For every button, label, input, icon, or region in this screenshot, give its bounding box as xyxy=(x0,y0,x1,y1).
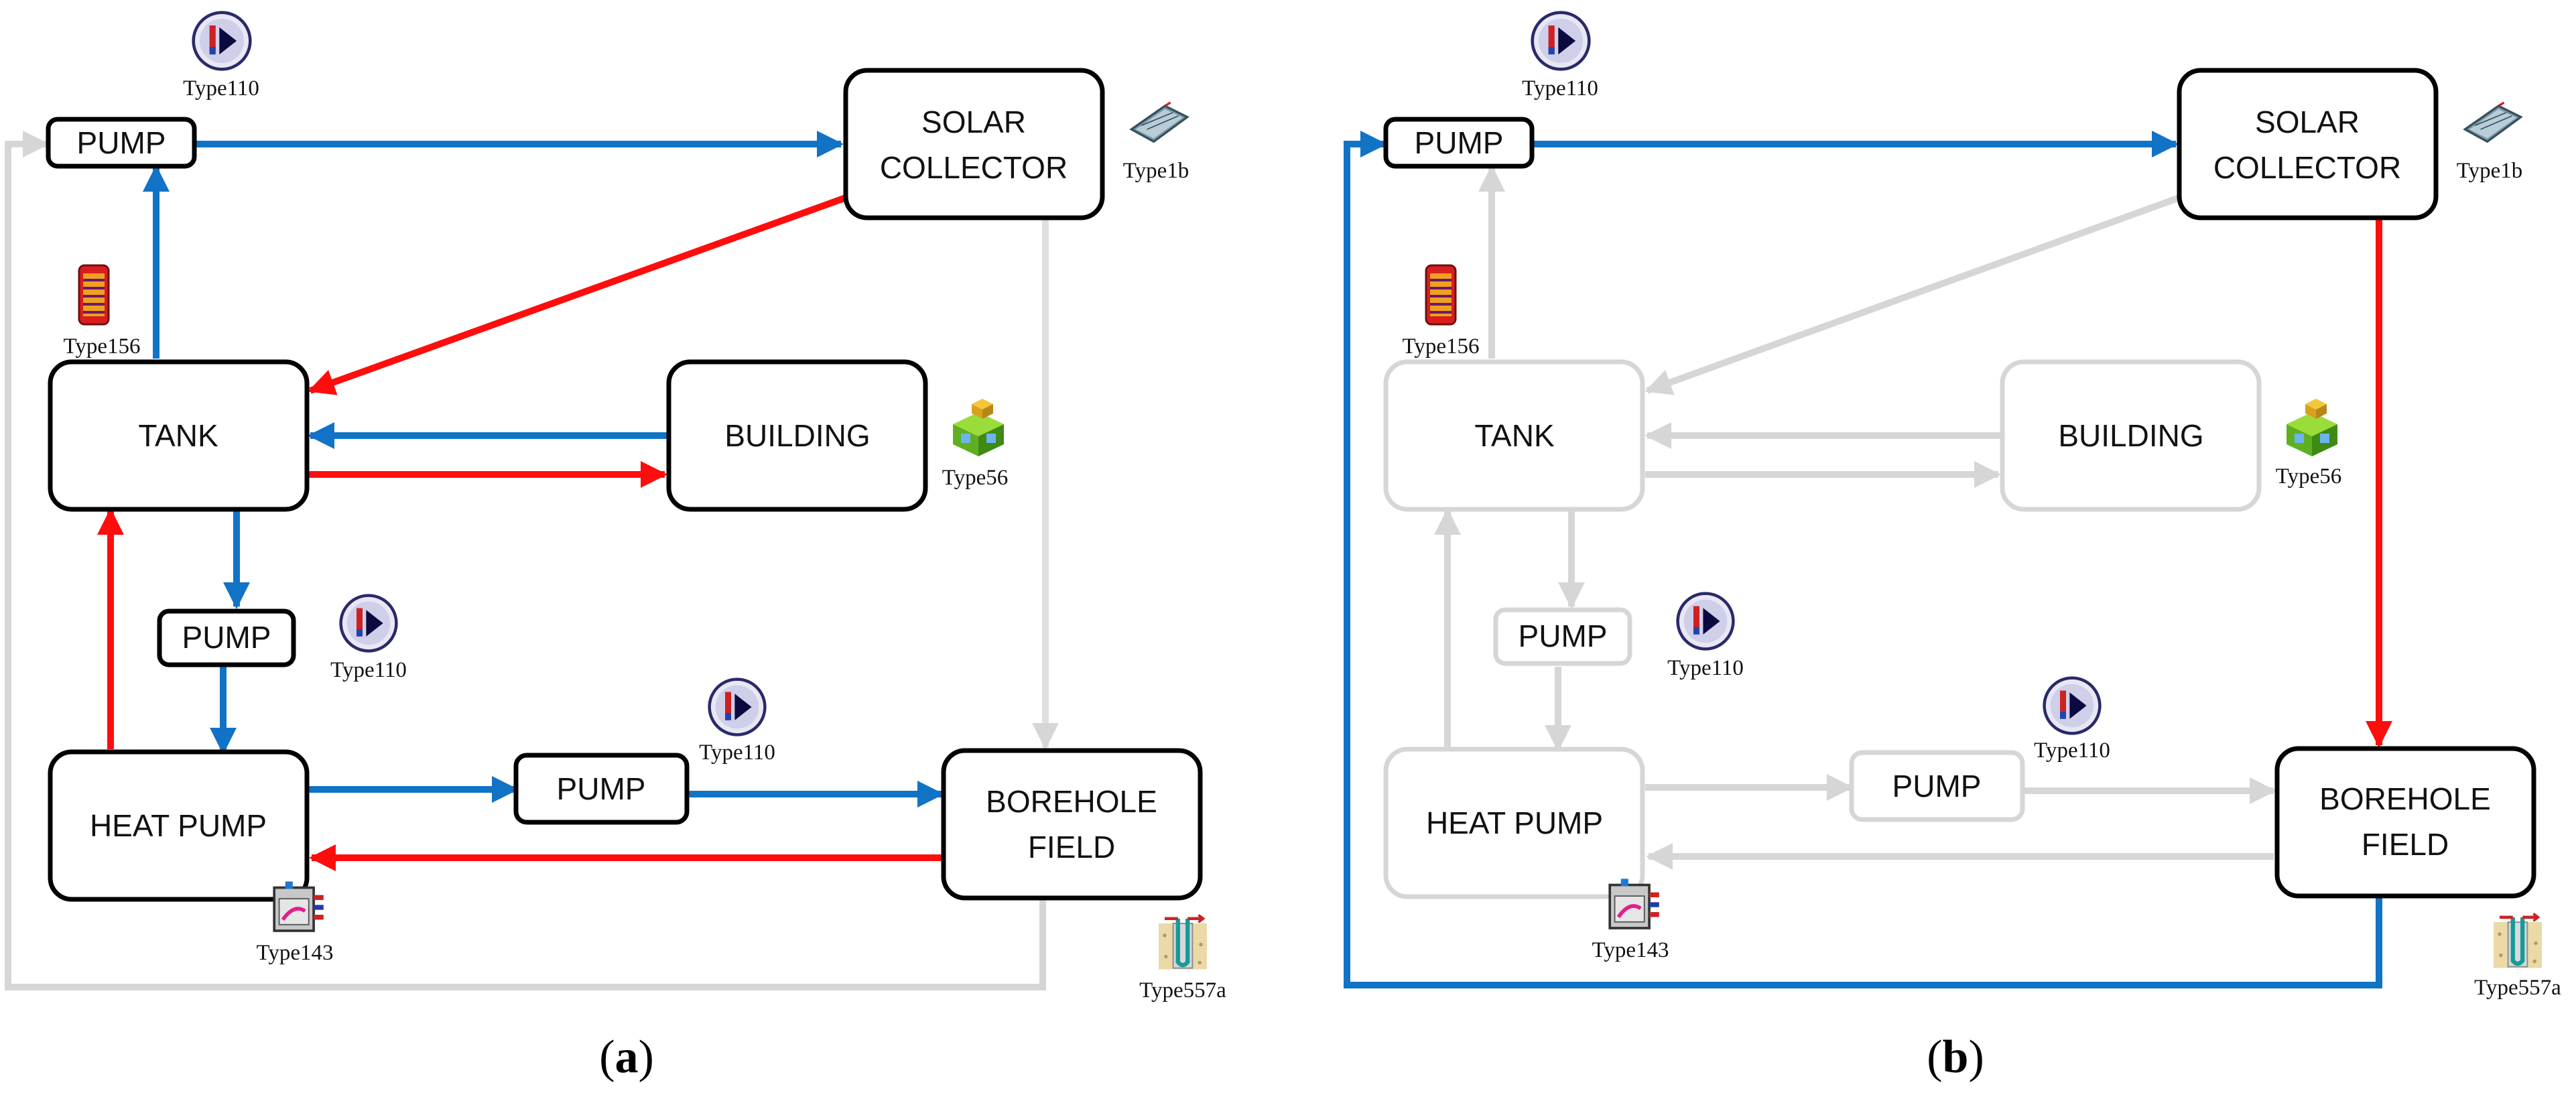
pump-icon xyxy=(2045,678,2100,734)
panel-b-connections xyxy=(1344,131,2392,988)
pump-icon xyxy=(710,680,765,735)
a-building-label: BUILDING xyxy=(724,418,870,453)
heat-pump-icon xyxy=(1610,879,1659,928)
b-pump-right-box: PUMP xyxy=(1849,750,2025,822)
pump-icon xyxy=(341,596,397,651)
b-solar-label-1: SOLAR xyxy=(2255,105,2360,139)
b-type1b: Type1b xyxy=(2457,159,2523,183)
b-solar-label-2: COLLECTOR xyxy=(2213,150,2401,185)
a-borehole-label-1: BOREHOLE xyxy=(986,784,1157,819)
a-type1b: Type1b xyxy=(1123,159,1189,183)
a-return-loop-line xyxy=(5,131,1046,990)
a-type110-right: Type110 xyxy=(699,740,775,765)
a-pump-right-label: PUMP xyxy=(557,771,646,806)
a-pump-top-label: PUMP xyxy=(77,125,166,160)
b-type143: Type143 xyxy=(1592,938,1669,962)
b-tank-box: TANK xyxy=(1383,359,1645,512)
pump-icon xyxy=(1533,13,1590,70)
solar-collector-icon xyxy=(1130,101,1189,143)
b-heat-pump-box: HEAT PUMP xyxy=(1383,747,1645,899)
a-borehole-label-2: FIELD xyxy=(1028,830,1115,864)
a-type156: Type156 xyxy=(63,334,140,359)
a-building-box: BUILDING xyxy=(666,359,928,512)
b-building-label: BUILDING xyxy=(2058,418,2203,453)
b-solar-collector-box: SOLAR COLLECTOR xyxy=(2177,68,2439,220)
b-borehole-to-pump-loop-line xyxy=(1344,131,2382,988)
a-solar-to-tank-line xyxy=(308,194,847,395)
building-icon xyxy=(953,399,1004,456)
b-pump-right-label: PUMP xyxy=(1892,769,1982,803)
a-type557a: Type557a xyxy=(1139,978,1226,1003)
b-type110-top: Type110 xyxy=(1522,76,1598,101)
caption-b-letter: b xyxy=(1943,1031,1969,1083)
b-type110-middle: Type110 xyxy=(1667,656,1744,680)
b-borehole-label-1: BOREHOLE xyxy=(2319,781,2491,816)
a-solar-label-2: COLLECTOR xyxy=(880,150,1068,185)
b-pump-top-box: PUMP xyxy=(1383,117,1535,169)
storage-tank-icon xyxy=(78,264,110,326)
b-building-box: BUILDING xyxy=(2000,359,2262,512)
storage-tank-icon xyxy=(1425,264,1457,326)
b-type110-right: Type110 xyxy=(2034,738,2110,763)
b-borehole-field-box: BOREHOLE FIELD xyxy=(2274,746,2536,899)
a-heat-pump-box: HEAT PUMP xyxy=(48,749,310,902)
a-type110-top: Type110 xyxy=(183,76,259,101)
caption-a: (a) xyxy=(599,1031,654,1083)
b-pump-middle-label: PUMP xyxy=(1519,619,1608,653)
pump-icon xyxy=(1678,594,1734,649)
solar-collector-icon xyxy=(2463,101,2522,143)
b-pump-top-label: PUMP xyxy=(1415,125,1504,160)
b-heat-pump-label: HEAT PUMP xyxy=(1426,806,1603,840)
a-type110-middle: Type110 xyxy=(330,658,407,682)
panel-b: PUMP SOLAR COLLECTOR TANK BUILDING PUMP … xyxy=(1344,13,2561,1083)
b-solar-to-tank-line xyxy=(1645,194,2181,395)
caption-b: (b) xyxy=(1927,1031,1984,1083)
a-tank-box: TANK xyxy=(48,359,310,512)
borehole-icon xyxy=(1159,915,1207,969)
building-icon xyxy=(2287,399,2337,456)
panel-a-connections xyxy=(5,131,1059,990)
b-type557a: Type557a xyxy=(2474,976,2561,1000)
b-pump-middle-box: PUMP xyxy=(1493,607,1632,666)
borehole-icon xyxy=(2494,913,2542,968)
a-pump-middle-label: PUMP xyxy=(182,620,271,655)
b-tank-label: TANK xyxy=(1474,418,1555,453)
a-pump-middle-box: PUMP xyxy=(157,608,296,667)
a-solar-collector-box: SOLAR COLLECTOR xyxy=(843,68,1105,220)
a-pump-right-box: PUMP xyxy=(513,753,690,825)
a-tank-label: TANK xyxy=(138,418,218,453)
b-borehole-label-2: FIELD xyxy=(2362,827,2449,862)
a-borehole-field-box: BOREHOLE FIELD xyxy=(941,748,1203,901)
b-type156: Type156 xyxy=(1402,334,1479,359)
a-type143: Type143 xyxy=(256,941,333,965)
a-heat-pump-label: HEAT PUMP xyxy=(90,808,267,843)
caption-a-letter: a xyxy=(615,1031,639,1083)
b-type56: Type56 xyxy=(2276,464,2342,489)
a-pump-top-box: PUMP xyxy=(46,117,197,169)
panel-a: PUMP SOLAR COLLECTOR TANK BUILDING PUMP … xyxy=(5,13,1226,1083)
a-solar-label-1: SOLAR xyxy=(921,105,1026,139)
a-type56: Type56 xyxy=(942,466,1009,490)
pump-icon xyxy=(194,13,251,70)
heat-pump-icon xyxy=(274,881,324,931)
